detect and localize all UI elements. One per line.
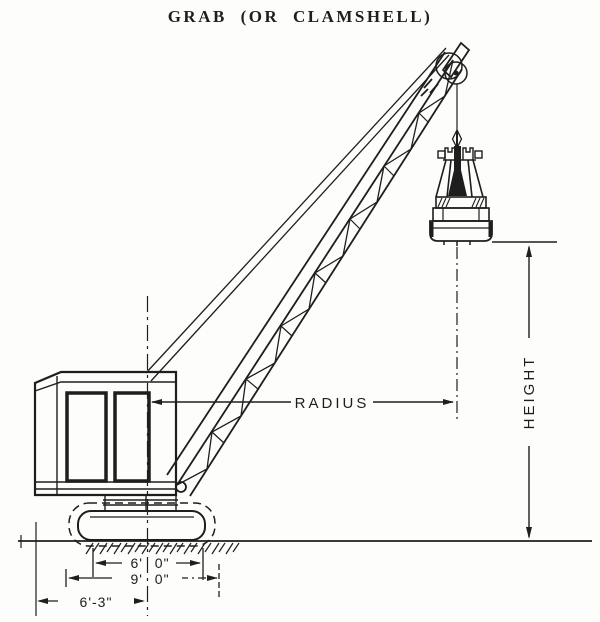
height-label: HEIGHT	[521, 355, 538, 430]
turntable	[103, 495, 178, 511]
bucket-left-wedge	[448, 170, 454, 196]
bucket-lower-band	[432, 207, 490, 222]
height-dimension	[492, 241, 557, 539]
ground	[18, 535, 592, 555]
hoist-rope	[451, 84, 463, 150]
track-chain-envelope-dashed	[68, 502, 216, 547]
boom-foot-pivot	[175, 481, 187, 493]
bucket-shells	[429, 220, 493, 242]
dimension-tail-radius	[35, 522, 145, 616]
bucket-center-column	[454, 146, 461, 196]
lattice-boom	[166, 51, 463, 497]
bucket-side-arms	[435, 159, 484, 198]
sheave-outer	[435, 52, 463, 80]
radius-label: RADIUS	[295, 395, 370, 412]
track-frame	[77, 510, 206, 541]
dim-track-overall-label: 9' 0"	[130, 571, 169, 587]
bucket-right-wedge	[461, 170, 467, 196]
boom-lacing-struts	[211, 112, 429, 444]
label-masks	[58, 391, 373, 610]
dimension-track-overall	[65, 564, 220, 600]
bucket-right-knob	[474, 150, 483, 159]
radius-arrow-right	[443, 399, 454, 405]
sheave-inner	[444, 61, 468, 85]
boom-head-sheave	[435, 41, 471, 85]
radius-dimension	[151, 399, 454, 405]
cab-outline	[33, 370, 178, 497]
boom-head-neck	[441, 41, 471, 79]
height-arrow-top	[526, 245, 532, 257]
bucket-teeth	[443, 241, 471, 246]
cab-window-right	[113, 391, 151, 483]
boom-suspension-cables	[145, 47, 450, 382]
bucket-upper-band-hatch	[437, 197, 485, 208]
crawler-track	[68, 502, 216, 547]
boom-head-hatch	[420, 78, 439, 97]
operator-cab	[33, 370, 178, 497]
sheave-hub	[453, 70, 459, 76]
height-arrow-bottom	[526, 527, 532, 539]
boom-back-chord	[166, 51, 446, 476]
diagram-title: GRAB (OR CLAMSHELL)	[167, 7, 433, 26]
radius-arrow-left	[151, 399, 162, 405]
cab-window-left	[65, 391, 108, 483]
ground-hatching	[85, 542, 240, 555]
dimension-track-centers	[92, 548, 204, 580]
dim-tail-radius-label: 6'-3"	[80, 594, 113, 610]
cab-roof-inner-line	[34, 381, 176, 392]
dim-track-centers-label: 6' 0"	[130, 555, 169, 571]
grab-clamshell-bucket	[429, 146, 493, 246]
bucket-left-knob	[437, 150, 446, 159]
